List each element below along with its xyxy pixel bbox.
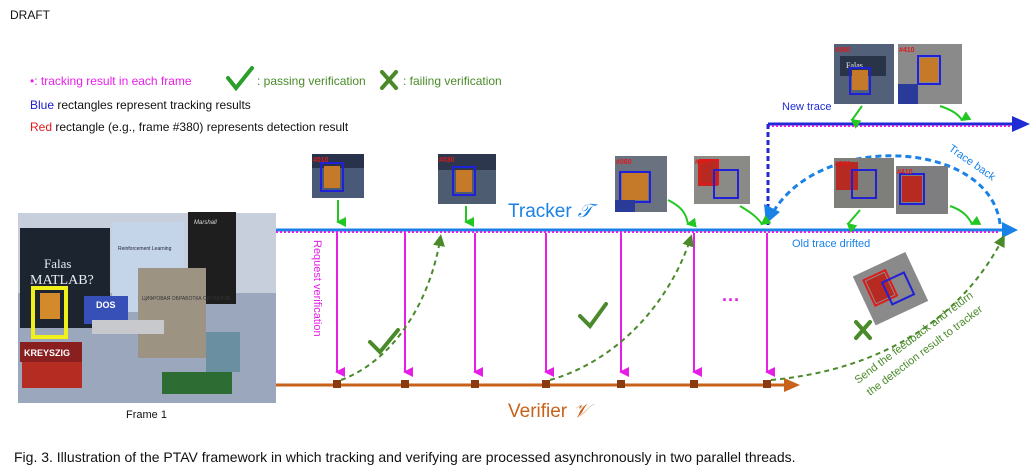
legend-red-row: Red rectangle (e.g., frame #380) represe… [30,120,348,134]
verifier-marker [542,380,550,388]
frame-number-label: #380 [835,47,851,54]
thumbnail-frame-410a: #410 [898,44,962,104]
frame1-photo: Falas MATLAB? Reinforcement Learning Mar… [18,212,276,403]
legend-check-icon [226,66,254,92]
book2-title: Reinforcement Learning [118,246,172,252]
thumb-arrow [667,199,697,228]
legend-blue-word: Blue [30,98,55,112]
legend-blue-row: Blue rectangles represent tracking resul… [30,98,251,112]
trace-back-arrowhead [764,204,780,224]
thumb-book-text: Falas [846,61,863,70]
kreyszig-label: KREYSZIG [24,348,70,358]
dos-label: DOS [96,300,116,310]
thumb-arrow [949,205,982,225]
frame-number-label: #380 [695,159,711,166]
amp-brand: Marshall [194,220,217,226]
old-trace-label: Old trace drifted [792,238,870,250]
feedback-curve-1 [340,234,445,381]
frame-number-label: #030 [439,157,455,164]
trace-back-arrow [770,154,1002,225]
verifier-marker [401,380,409,388]
legend-fail-text: : failing verification [403,74,502,88]
thumbnail-frame-010: #010 [312,154,364,198]
book3-title: ЦИФРОВАЯ ОБРАБОТКА СИГНАЛОВ [142,296,231,302]
thumbnail-frame-410b: #410 [896,166,948,214]
thumb-arrow [739,205,772,226]
thumbnail-frame-380a: #380 [694,156,750,204]
verifier-marker [763,380,771,388]
draft-label: DRAFT [10,8,50,22]
fail-cross-icon [854,320,872,340]
thumbnail-frame-060: #060 [615,156,667,212]
legend-dot-text: : tracking result in each frame [34,74,192,88]
verifier-word: Verifier [508,401,568,422]
legend-cross-icon [380,70,398,90]
verifier-marker [471,380,479,388]
frame1-label: Frame 1 [126,409,167,421]
magenta-dot-marker: • [30,74,35,88]
thumb-arrow [850,105,863,129]
legend-blue-text: rectangles represent tracking results [54,98,251,112]
verifier-marker [690,380,698,388]
thumbnail-detection-rotated [852,251,929,326]
figure-caption: Fig. 3. Illustration of the PTAV framewo… [14,449,796,465]
pass-check-icon [578,302,608,330]
legend-red-word: Red [30,120,53,134]
legend-dot-row: •: tracking result in each frame [30,74,192,88]
feedback-curve-2 [549,234,694,381]
ellipsis-mark: ··· [722,290,740,310]
tracker-word: Tracker [508,201,572,222]
ptav-diagram: Falas MATLAB? Reinforcement Learning Mar… [18,44,1030,422]
request-verification-label: Request verification [311,240,323,337]
thumbnail-frame-030: #030 [438,154,496,204]
tracker-symbol: 𝒯 [578,201,598,222]
legend-pass-text: : passing verification [257,74,366,88]
thumb-arrow [939,105,972,122]
verifier-arrowhead [784,378,800,392]
frame-number-label: #410 [899,47,915,54]
feedback-curve-3 [770,234,1005,381]
book-title-line1: Falas [44,256,71,271]
frame-number-label: #060 [616,159,632,166]
frame-number-label: #380 [835,161,851,168]
frame-number-label: #410 [897,169,913,176]
verifier-marker [617,380,625,388]
frame-number-label: #010 [313,157,329,164]
thumbnail-frame-380c: #380 [834,158,894,208]
thumbnail-frame-380b: Falas #380 [834,44,894,104]
verifier-symbol: 𝒱 [573,401,595,422]
tracker-label: Tracker 𝒯 [508,201,598,222]
thumb-arrow [846,209,861,234]
verifier-marker [333,380,341,388]
new-trace-arrowhead [1012,116,1030,132]
yellow-target-box [31,286,68,339]
pass-check-icon [368,328,400,355]
new-trace-label: New trace [782,101,832,113]
book-title-line2: MATLAB? [30,273,94,288]
legend-red-text: rectangle (e.g., frame #380) represents … [52,120,349,134]
